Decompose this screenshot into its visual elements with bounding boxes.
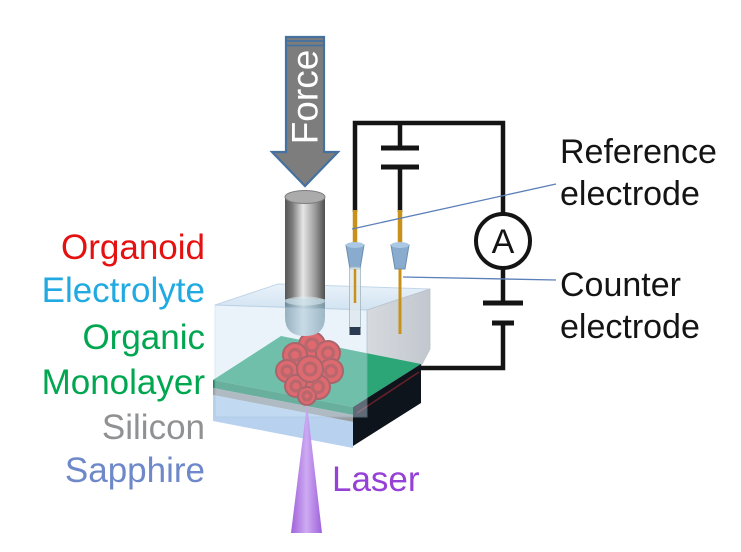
label-sapphire: Sapphire [65, 451, 205, 490]
ammeter-circle-icon [474, 212, 532, 270]
circuit [352, 120, 523, 371]
counter-electrode-label-line2: electrode [560, 308, 700, 346]
reference-electrode-holder [345, 244, 365, 270]
label-electrolyte: Electrolyte [42, 271, 205, 310]
organoid-cell [296, 355, 324, 383]
organoid-cell-rings [280, 337, 339, 402]
battery-symbol [483, 300, 523, 326]
reference-electrode-label-line2: electrode [560, 175, 700, 213]
electrolyte-front-face [214, 304, 368, 418]
electrode-labels: Reference electrode Counter electrode [560, 133, 717, 346]
label-silicon: Silicon [102, 408, 205, 447]
force-label: Force [285, 50, 326, 145]
reference-electrode-label-line1: Reference [560, 133, 717, 171]
probe-tip [285, 299, 325, 336]
force-arrow: Force [269, 35, 341, 188]
ammeter: A [474, 212, 532, 270]
silicon-layer-front-edge [213, 388, 353, 422]
reference-electrode-tip [349, 327, 361, 335]
sapphire-layer-front-face [213, 395, 353, 448]
counter-electrode-callout-line [402, 276, 557, 281]
silicon-side-red-edge [356, 371, 420, 414]
organic-monolayer-front-edge [213, 380, 353, 415]
probe-top-cap [284, 190, 326, 204]
sample-return-wire [421, 325, 506, 371]
label-organic: Organic [82, 318, 205, 357]
probe-liquid-surface-line [285, 296, 325, 306]
circuit-top-rail [352, 120, 506, 213]
label-monolayer: Monolayer [42, 363, 206, 402]
organoid-cluster [275, 331, 344, 406]
callout-lines [351, 183, 557, 281]
laser-beam-icon [291, 404, 322, 533]
reference-electrode-callout-line [351, 183, 557, 230]
laser-label: Laser [332, 460, 420, 499]
laser: Laser [291, 404, 420, 533]
counter-electrode-holder [390, 244, 410, 270]
capacitor-symbol [381, 145, 419, 170]
label-organoid: Organoid [61, 228, 205, 267]
ammeter-label: A [492, 223, 515, 261]
counter-electrode-holder-cap [391, 242, 409, 248]
probe-shaft [285, 197, 325, 301]
counter-electrode-label-line1: Counter [560, 266, 681, 304]
counter-electrode [390, 210, 410, 334]
reference-electrode-holder-cap [346, 242, 364, 248]
silicon-side-face [353, 364, 421, 446]
indenter-probe [284, 190, 326, 336]
force-arrow-icon [269, 35, 341, 188]
layer-labels: Organoid Electrolyte Organic Monolayer S… [42, 228, 206, 490]
reference-electrode [345, 210, 365, 335]
